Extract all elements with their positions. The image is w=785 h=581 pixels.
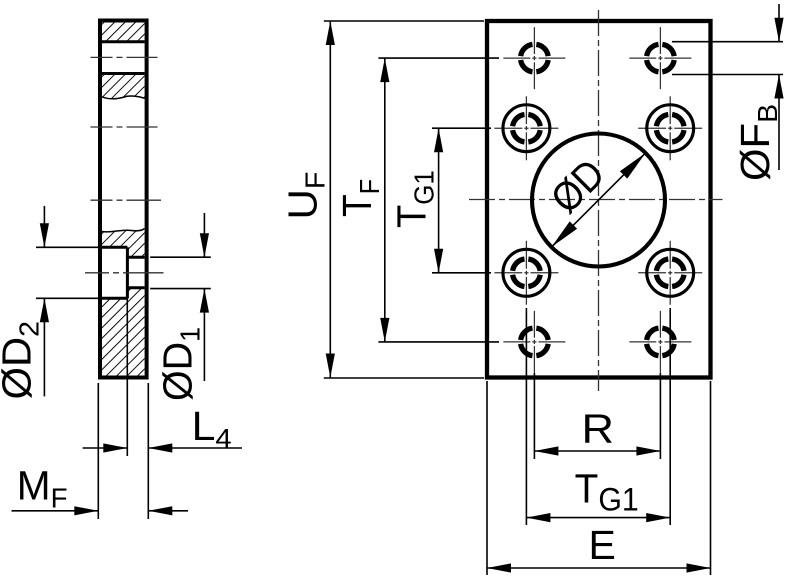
svg-text:E: E — [589, 522, 616, 568]
svg-text:R: R — [582, 406, 615, 452]
svg-text:TF: TF — [335, 179, 385, 217]
